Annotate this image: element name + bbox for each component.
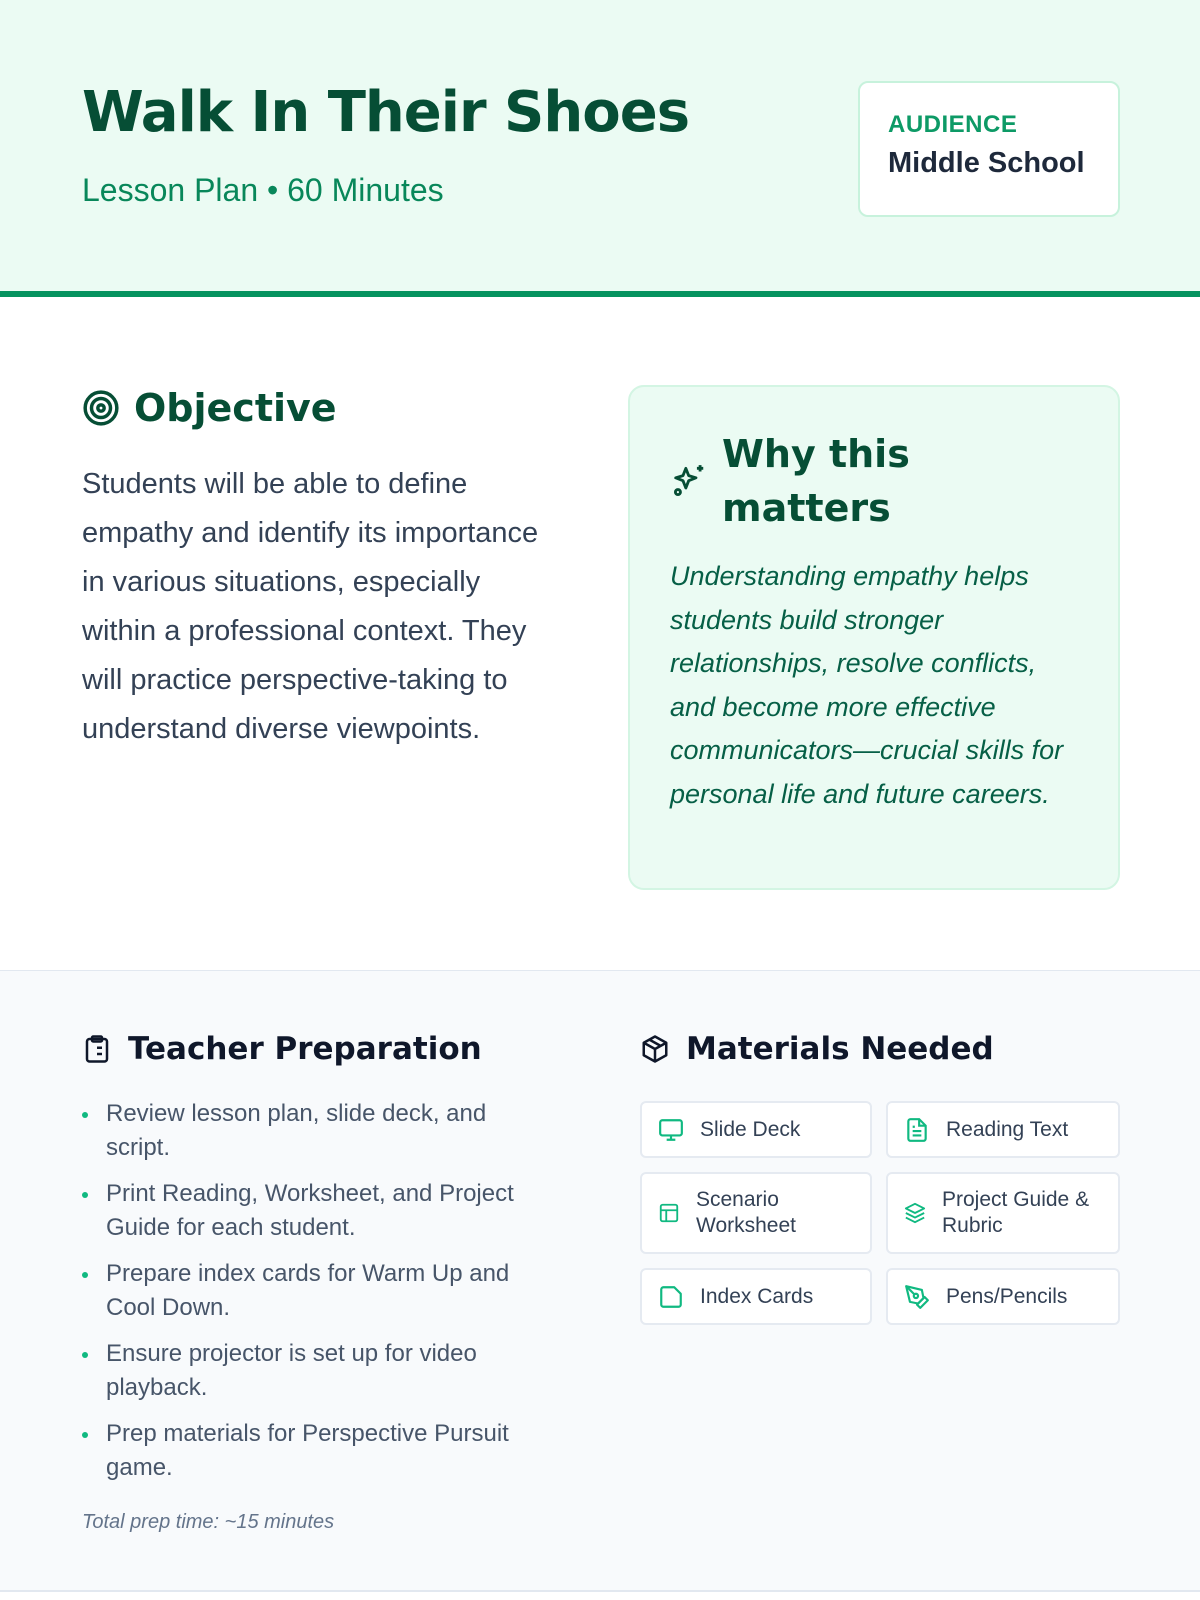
page-title: Walk In Their Shoes	[82, 80, 690, 145]
material-item: Reading Text	[886, 1101, 1120, 1158]
header: Walk In Their Shoes Lesson Plan • 60 Min…	[0, 0, 1200, 297]
material-item: Scenario Worksheet	[640, 1172, 872, 1254]
list-item: Print Reading, Worksheet, and Project Gu…	[82, 1177, 542, 1245]
layers-icon	[904, 1202, 926, 1224]
layout-icon	[659, 1203, 679, 1223]
list-item: Prep materials for Perspective Pursuit g…	[82, 1417, 542, 1485]
list-item: Ensure projector is set up for video pla…	[82, 1337, 542, 1405]
material-label: Slide Deck	[700, 1117, 801, 1141]
objective-heading: Objective	[134, 386, 337, 430]
material-item: Slide Deck	[640, 1101, 872, 1158]
list-item: Review lesson plan, slide deck, and scri…	[82, 1097, 542, 1165]
teacher-preparation: Teacher Preparation Review lesson plan, …	[82, 1031, 542, 1534]
audience-card: AUDIENCE Middle School	[858, 81, 1120, 217]
why-heading: Why this matters	[722, 432, 910, 530]
prep-time-note: Total prep time: ~15 minutes	[82, 1511, 335, 1533]
why-text: Understanding empathy helps students bui…	[670, 561, 1064, 809]
preparation-materials-section: Teacher Preparation Review lesson plan, …	[0, 970, 1200, 1592]
sparkles-icon	[673, 465, 704, 497]
package-icon	[642, 1035, 668, 1063]
material-label: Project Guide & Rubric	[942, 1188, 1090, 1237]
why-matters-card: Why this matters Understanding empathy h…	[628, 385, 1120, 890]
target-icon	[83, 390, 119, 426]
audience-label: AUDIENCE	[888, 111, 1018, 138]
prep-list: Review lesson plan, slide deck, and scri…	[82, 1097, 542, 1485]
sticky-note-icon	[660, 1285, 682, 1308]
page-subtitle: Lesson Plan • 60 Minutes	[82, 172, 444, 208]
clipboard-icon	[85, 1035, 109, 1063]
file-text-icon	[907, 1117, 927, 1142]
material-item: Pens/Pencils	[886, 1268, 1120, 1325]
material-item: Index Cards	[640, 1268, 872, 1325]
material-label: Reading Text	[946, 1117, 1069, 1141]
list-item: Prepare index cards for Warm Up and Cool…	[82, 1257, 542, 1325]
materials-heading: Materials Needed	[686, 1031, 994, 1067]
objective-section: Objective Students will be able to defin…	[82, 386, 562, 754]
material-item: Project Guide & Rubric	[886, 1172, 1120, 1254]
audience-value: Middle School	[888, 147, 1085, 179]
prep-heading: Teacher Preparation	[128, 1031, 482, 1067]
material-label: Scenario Worksheet	[696, 1188, 796, 1237]
objective-text: Students will be able to define empathy …	[82, 468, 539, 745]
materials-needed: Materials Needed Slide Deck Reading Text…	[640, 1031, 1120, 1325]
material-label: Pens/Pencils	[946, 1284, 1068, 1308]
material-label: Index Cards	[700, 1284, 814, 1308]
pen-tool-icon	[905, 1284, 929, 1309]
monitor-icon	[659, 1118, 683, 1141]
